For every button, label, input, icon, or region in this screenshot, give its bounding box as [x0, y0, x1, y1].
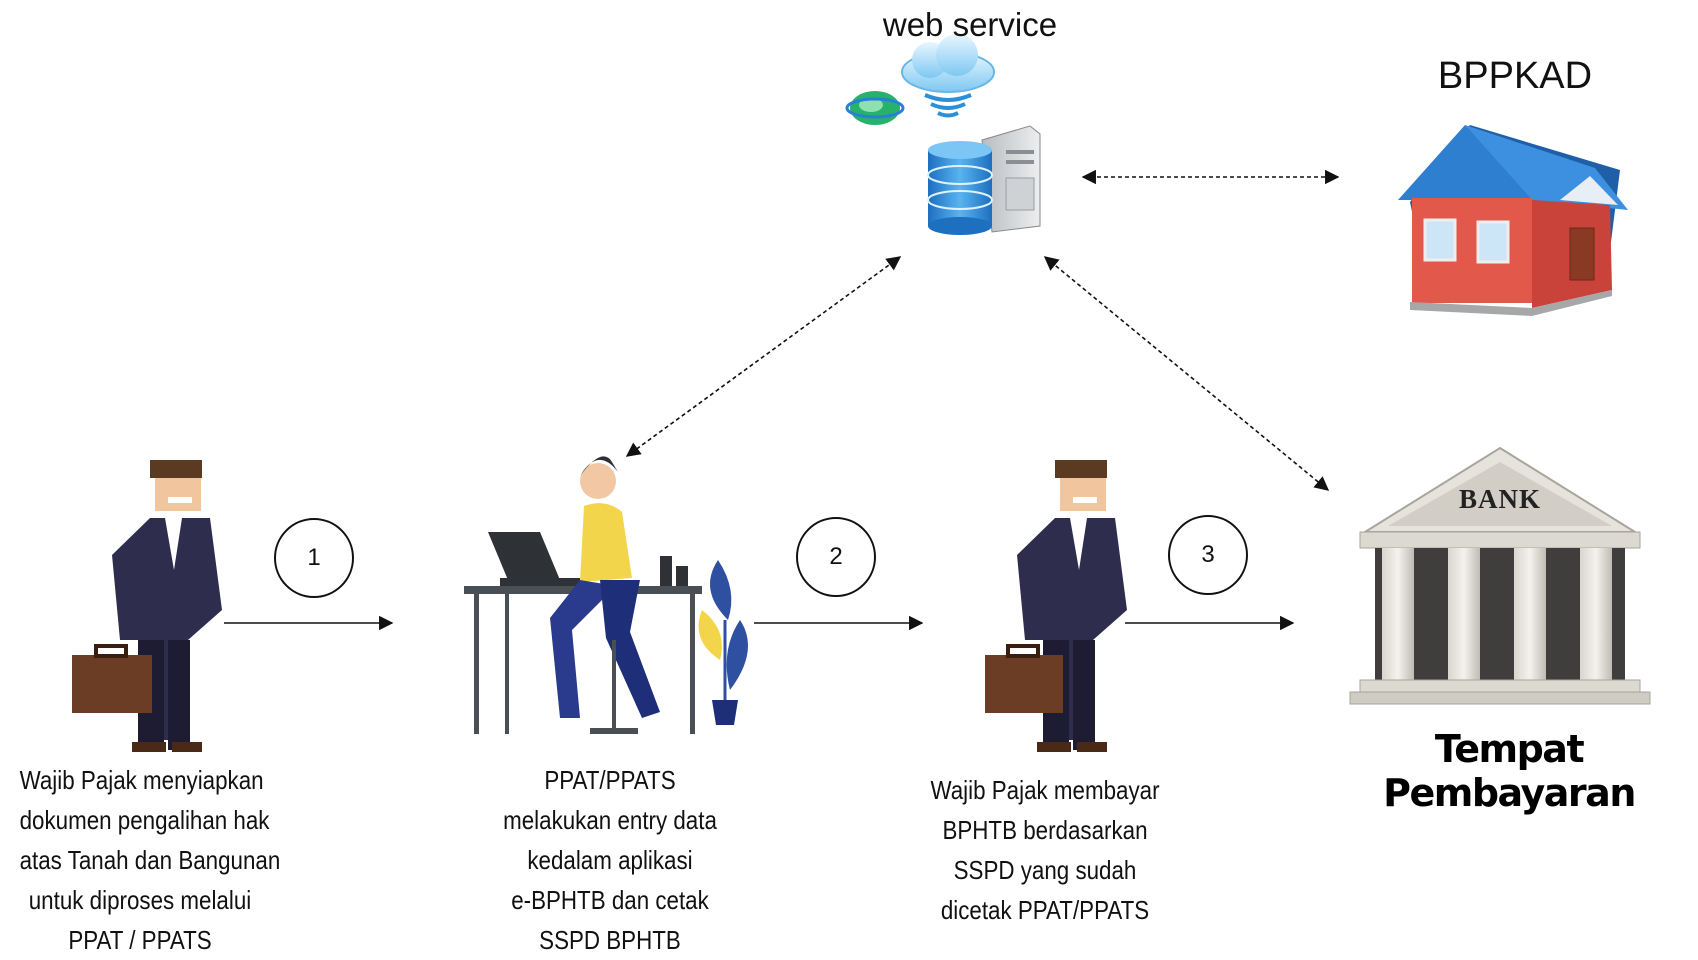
desc-line: kedalam aplikasi [527, 845, 693, 875]
desc-line: SSPD yang sudah [953, 855, 1137, 885]
house-icon [1398, 125, 1628, 316]
step-1-number: 1 [307, 544, 321, 571]
step-3-circle: 3 [1168, 515, 1248, 595]
person-at-desk-icon [464, 456, 748, 734]
link-server-bank [1043, 256, 1330, 491]
desc-line: Wajib Pajak menyiapkan [19, 765, 264, 795]
desc-line: Wajib Pajak membayar [930, 775, 1160, 805]
businessman-icon [72, 460, 222, 752]
step-3-number: 3 [1201, 541, 1215, 568]
bppkad-label: BPPKAD [1437, 55, 1593, 97]
link-server-ppat [625, 256, 902, 457]
desc-line: dicetak PPAT/PPATS [940, 895, 1150, 925]
desc-line: untuk diproses melalui [28, 885, 252, 915]
desc-wajib-pajak-pay: Wajib Pajak membayar BPHTB berdasarkan S… [925, 770, 1166, 930]
desc-line: e-BPHTB dan cetak [511, 885, 709, 915]
desc-ppat-entry: PPAT/PPATS melakukan entry data kedalam … [490, 760, 731, 960]
desc-line: atas Tanah dan Bangunan [19, 845, 281, 875]
server-database-icon [927, 125, 1041, 235]
payment-place-label: Tempat Pembayaran [1383, 727, 1636, 815]
bank-sign-label: BANK [1458, 484, 1541, 514]
bank-building-icon [1349, 446, 1651, 705]
desc-line: dokumen pengalihan hak [19, 805, 270, 835]
step-2-circle: 2 [796, 517, 876, 597]
desc-line: BPHTB berdasarkan [942, 815, 1148, 845]
desc-line: SSPD BPHTB [539, 925, 681, 955]
web-service-label: web service [882, 6, 1058, 43]
desc-line: PPAT / PPATS [68, 925, 212, 955]
desc-line: PPAT/PPATS [544, 765, 676, 795]
cloud-wireless-icon [901, 34, 995, 118]
desc-wajib-pajak-prepare: Wajib Pajak menyiapkan dokumen pengaliha… [19, 760, 281, 960]
businessman-icon-2 [985, 460, 1127, 752]
desc-line: melakukan entry data [503, 805, 717, 835]
globe-icon [845, 91, 905, 125]
step-2-number: 2 [829, 543, 843, 570]
step-1-circle: 1 [274, 518, 354, 598]
